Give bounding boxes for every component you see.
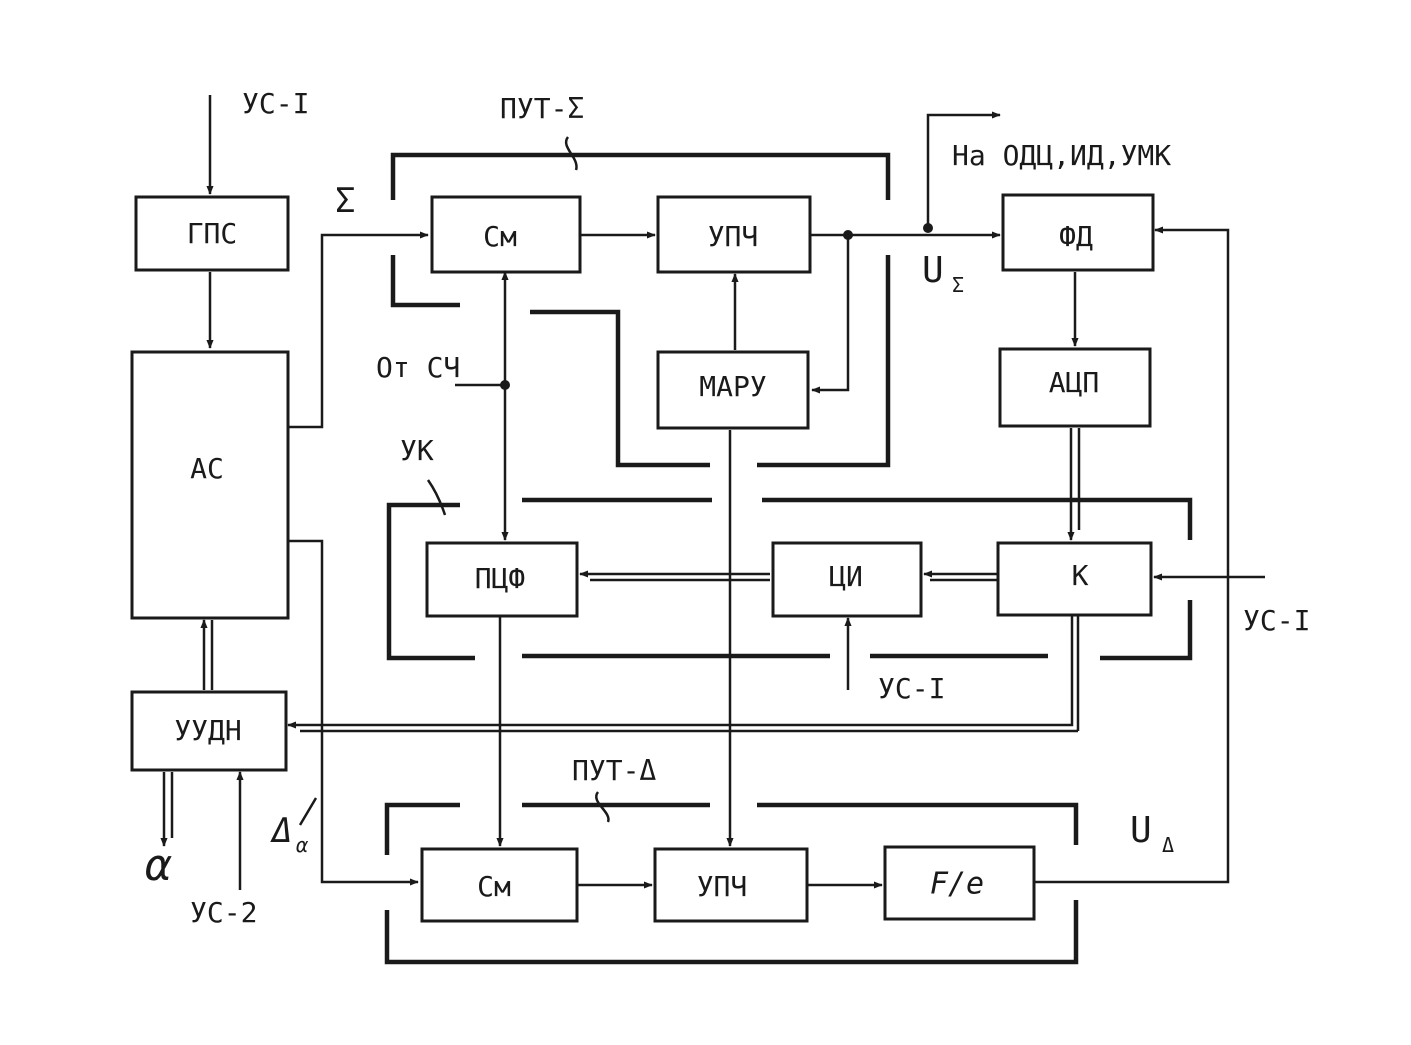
sigma-label: Σ	[335, 181, 355, 221]
u-delta-subscript: Δ	[1162, 833, 1174, 857]
gps-block-label: ГПС	[187, 217, 238, 250]
if-amp-bottom-label: УПЧ	[697, 870, 748, 903]
if-amp-bottom-block: УПЧ	[653, 847, 809, 923]
mixer-bottom-block: См	[420, 847, 579, 923]
if-amp-top-label: УПЧ	[708, 220, 759, 253]
uk-enclosure	[386, 497, 1193, 661]
pcf-block: ПЦФ	[425, 541, 579, 618]
put-sigma-enclosure	[390, 152, 891, 468]
fd-block-label: ФД	[1059, 220, 1093, 253]
u-sigma-subscript: Σ	[952, 273, 964, 297]
us1-top-label: УС-I	[242, 87, 309, 120]
signal-lines	[160, 95, 1265, 890]
k-block-label: К	[1072, 559, 1089, 592]
fe-block-label: F/e	[930, 867, 984, 902]
if-amp-top-block: УПЧ	[656, 195, 812, 274]
u-delta-label: U	[1130, 810, 1152, 851]
ci-block-label: ЦИ	[829, 560, 863, 593]
uudn-block-label: УУДН	[174, 714, 241, 747]
as-block: АС	[130, 350, 290, 620]
put-delta-label: ПУТ-Δ	[572, 754, 656, 787]
fd-block: ФД	[1001, 193, 1155, 272]
uudn-block: УУДН	[130, 690, 288, 772]
us1-right-label: УС-I	[1243, 604, 1310, 637]
mixer-top-block: См	[430, 195, 582, 274]
delta-alpha-subscript: α	[296, 833, 309, 857]
ot-sch-label: От СЧ	[376, 351, 460, 384]
ci-block: ЦИ	[771, 541, 923, 618]
gps-block: ГПС	[134, 195, 290, 272]
delta-alpha-label: Δ	[270, 811, 292, 851]
as-block-label: АС	[190, 452, 224, 485]
uk-label: УК	[400, 434, 434, 467]
k-block: К	[996, 541, 1153, 617]
us2-label: УС-2	[190, 896, 257, 929]
acp-block: АЦП	[998, 347, 1152, 428]
mixer-bottom-label: См	[477, 870, 511, 903]
alpha-label: α	[145, 840, 172, 891]
acp-block-label: АЦП	[1049, 366, 1100, 399]
output-destination-label: На ОДЦ,ИД,УМК	[952, 139, 1171, 172]
mixer-top-label: См	[483, 220, 517, 253]
maru-block: МАРУ	[656, 350, 810, 430]
u-sigma-label: U	[922, 250, 944, 291]
fe-block: F/e	[883, 845, 1036, 921]
maru-block-label: МАРУ	[699, 370, 766, 403]
put-delta-enclosure	[384, 802, 1079, 965]
us1-mid-label: УС-I	[878, 672, 945, 705]
put-sigma-label: ПУТ-Σ	[500, 92, 584, 125]
pcf-block-label: ПЦФ	[475, 562, 526, 595]
